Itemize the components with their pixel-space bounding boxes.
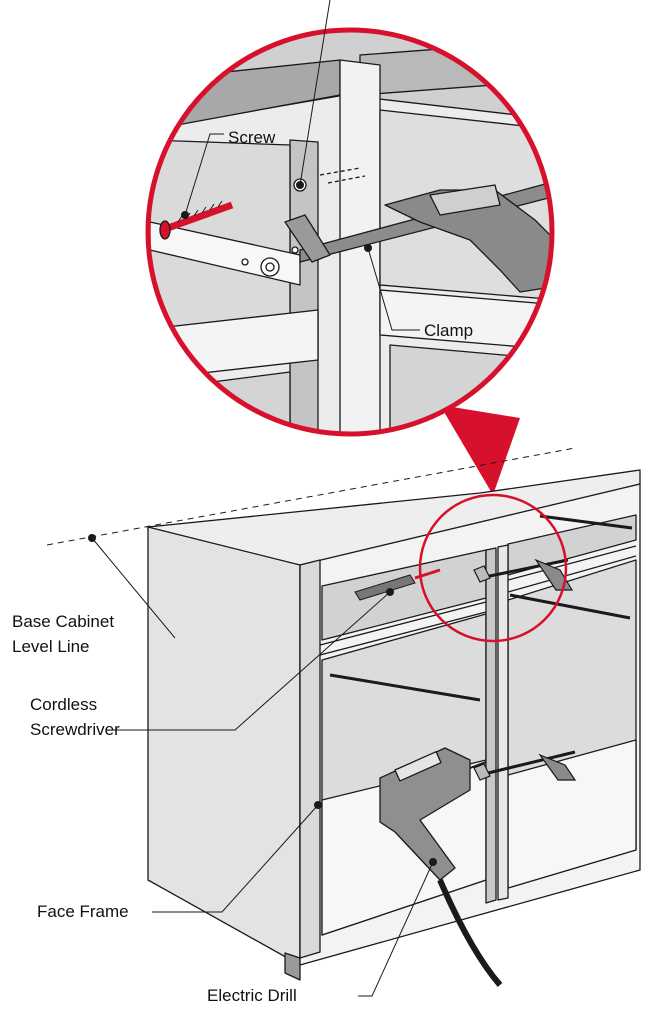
screwdriver-label-line1: Cordless	[30, 695, 98, 714]
leader-screw	[184, 133, 224, 216]
leader-top	[299, 0, 331, 186]
leader-face-frame	[152, 804, 319, 913]
face-frame-left-stile	[299, 559, 321, 959]
leader-drill	[358, 861, 434, 997]
magnifier-pointer	[440, 405, 520, 495]
cabinet-side-panel	[147, 526, 301, 966]
leader-level-line	[91, 537, 176, 639]
face-frame-label: Face Frame	[37, 902, 129, 921]
magnified-detail	[148, 30, 552, 434]
detail-target-circle	[418, 493, 568, 643]
clamp-jaw	[284, 214, 331, 263]
level-line-label-line1: Base Cabinet	[12, 612, 115, 631]
leader-screwdriver	[110, 591, 391, 731]
screw-detail	[159, 200, 234, 240]
level-line-label-line2: Level Line	[12, 637, 90, 656]
face-frame-rail-right	[507, 545, 637, 581]
drawer-slide-right	[509, 593, 631, 620]
face-frame-rail-left-2	[319, 611, 487, 656]
leader-dots	[88, 181, 437, 866]
magnifier-circle	[145, 27, 555, 437]
face-frame-center-stile-left	[485, 547, 497, 904]
cabinet-toe-kick	[284, 952, 301, 981]
cordless-screwdriver	[354, 568, 441, 601]
screwdriver-label-line2: Screwdriver	[30, 720, 120, 739]
clamp-label: Clamp	[424, 321, 474, 340]
level-line	[46, 447, 576, 546]
drawer-slide-left	[329, 673, 481, 702]
face-frame-rail-left	[319, 601, 487, 646]
base-cabinet	[147, 469, 641, 981]
face-frame-rail-right-2	[507, 555, 637, 593]
screw-label: Screw	[228, 128, 276, 147]
electric-drill-label: Electric Drill	[207, 986, 297, 1005]
cabinet-clamps	[473, 558, 577, 781]
leader-lines	[91, 0, 434, 997]
face-frame-center-stile-right	[497, 544, 509, 901]
leader-clamp	[367, 247, 420, 331]
electric-drill	[379, 747, 503, 987]
drawer-slide-upper-right	[539, 514, 633, 530]
